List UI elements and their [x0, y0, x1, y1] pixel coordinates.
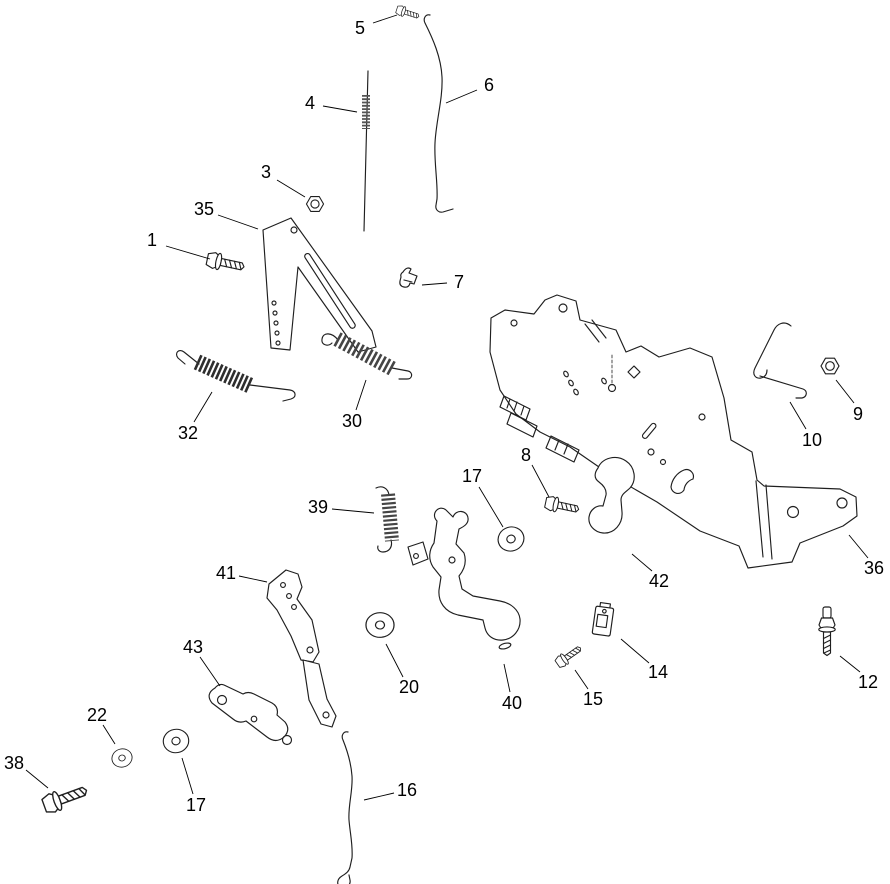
part-rod-6 — [423, 14, 454, 213]
leader-line-22-16 — [102, 724, 116, 745]
part-spring-30 — [321, 332, 413, 380]
part-number-30: 30 — [342, 411, 362, 431]
leader-line-41-24 — [238, 575, 268, 583]
part-control-plate — [489, 294, 858, 569]
part-washer-20 — [365, 612, 395, 638]
part-spring-39 — [375, 486, 399, 553]
part-screw-5 — [394, 4, 421, 22]
leader-line-35-19 — [217, 214, 259, 230]
part-screw-15 — [553, 642, 585, 670]
leader-line-15-11 — [574, 669, 589, 690]
part-clip-14 — [591, 602, 615, 637]
leader-line-40-23 — [503, 663, 511, 693]
part-number-17: 17 — [462, 466, 482, 486]
part-washer-17a — [494, 523, 528, 555]
part-screw-1 — [205, 250, 247, 276]
part-number-35: 35 — [194, 199, 214, 219]
leader-line-5-3 — [372, 14, 398, 24]
leader-line-9-7 — [835, 379, 855, 404]
leader-line-3-1 — [276, 179, 306, 198]
part-number-41: 41 — [216, 563, 236, 583]
leader-line-39-22 — [331, 508, 375, 514]
part-nut-9 — [820, 357, 840, 375]
part-number-14: 14 — [648, 662, 668, 682]
leader-line-20-15 — [385, 643, 404, 678]
part-number-22: 22 — [87, 705, 107, 725]
callouts-layer: 1 3 4 5 6 7 8 9 10 12 14 15 16 17 17 20 22 30 32 35 36 38 39 40… — [4, 14, 884, 815]
part-number-6: 6 — [484, 75, 494, 95]
part-bellcrank-41 — [266, 569, 337, 728]
part-number-4: 4 — [305, 93, 315, 113]
part-number-36: 36 — [864, 558, 884, 578]
parts-artwork — [40, 4, 858, 884]
leader-line-12-9 — [839, 655, 861, 673]
leader-line-16-12 — [363, 792, 395, 801]
leader-line-42-25 — [631, 553, 653, 572]
part-number-3: 3 — [261, 162, 271, 182]
part-screw-38 — [40, 780, 91, 816]
part-bolt-12 — [818, 606, 836, 657]
leader-line-36-20 — [848, 534, 869, 559]
part-number-43: 43 — [183, 637, 203, 657]
part-hook-lever-42 — [588, 456, 635, 534]
part-bracket-35 — [262, 217, 377, 353]
part-number-16: 16 — [397, 780, 417, 800]
part-strap-43 — [208, 683, 293, 746]
part-number-10: 10 — [802, 430, 822, 450]
leader-line-38-21 — [25, 769, 49, 789]
leader-line-8-6 — [531, 464, 550, 498]
part-screw-8 — [543, 494, 581, 518]
part-number-12: 12 — [858, 672, 878, 692]
part-number-8: 8 — [521, 445, 531, 465]
leader-line-14-10 — [620, 638, 650, 664]
part-number-32: 32 — [178, 423, 198, 443]
leader-line-17-13 — [478, 486, 504, 528]
part-number-7: 7 — [454, 272, 464, 292]
leader-line-4-2 — [322, 105, 358, 113]
part-number-20: 20 — [399, 677, 419, 697]
leader-line-30-17 — [355, 379, 367, 411]
part-nut-3 — [305, 196, 325, 212]
part-spring-32 — [175, 349, 296, 402]
part-number-42: 42 — [649, 571, 669, 591]
part-number-1: 1 — [147, 230, 157, 250]
part-clip-7 — [399, 267, 418, 288]
leader-line-43-26 — [199, 656, 221, 687]
leader-line-32-18 — [193, 391, 213, 423]
leader-line-6-4 — [445, 89, 478, 104]
part-number-17: 17 — [186, 795, 206, 815]
part-rod-16 — [337, 731, 353, 884]
part-number-38: 38 — [4, 753, 24, 773]
leader-line-10-8 — [789, 401, 807, 430]
part-washer-17b — [160, 726, 192, 756]
part-washer-22 — [109, 746, 135, 770]
part-lever-40 — [407, 507, 521, 650]
part-torsion-spring-10 — [753, 322, 807, 399]
part-number-5: 5 — [355, 18, 365, 38]
part-number-39: 39 — [308, 497, 328, 517]
part-number-40: 40 — [502, 693, 522, 713]
leader-line-17-14 — [181, 757, 194, 795]
leader-line-7-5 — [421, 282, 448, 286]
part-number-15: 15 — [583, 689, 603, 709]
leader-line-1-0 — [165, 245, 211, 260]
part-number-9: 9 — [853, 404, 863, 424]
part-spring-4 — [362, 70, 370, 232]
